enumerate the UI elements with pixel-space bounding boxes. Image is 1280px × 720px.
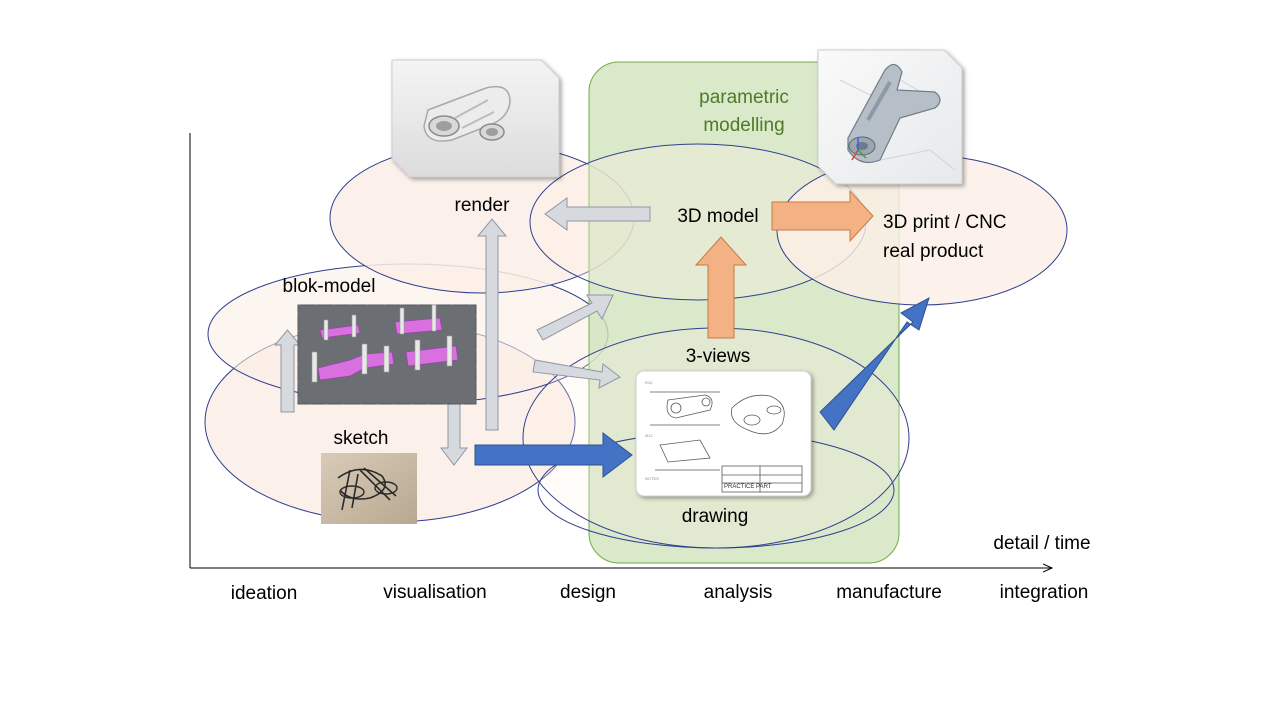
label-sketch: sketch	[334, 428, 389, 449]
label-product-line2: real product	[883, 241, 984, 262]
node-labels: render blok-model sketch 3D model 3-view…	[283, 195, 1007, 527]
technical-drawing-image: R10 Ø12 NOTES PRACTICE PART	[635, 370, 812, 497]
phase-labels: ideation visualisation design analysis m…	[231, 582, 1089, 604]
arrow-drawing-to-product	[819, 296, 930, 431]
cad-model-image	[817, 49, 963, 185]
phase-manufacture: manufacture	[836, 582, 942, 603]
arrow-blok-to-views	[532, 359, 621, 389]
gray-arrows	[273, 197, 651, 466]
blok-model-image	[297, 304, 477, 405]
arrow-views-to-3d	[694, 236, 748, 339]
label-3d-model: 3D model	[677, 206, 758, 227]
label-product-line1: 3D print / CNC	[883, 212, 1007, 233]
phase-ideation: ideation	[231, 583, 298, 604]
orange-arrows	[694, 189, 874, 339]
phase-visualisation: visualisation	[383, 582, 487, 603]
sketch-image	[321, 453, 417, 524]
label-3-views: 3-views	[686, 346, 750, 367]
blue-arrows	[474, 296, 930, 479]
arrow-sketch-to-drawing	[474, 431, 633, 479]
phase-integration: integration	[1000, 582, 1089, 603]
label-drawing: drawing	[682, 506, 749, 527]
arrow-blok-to-3d	[536, 294, 614, 341]
label-render: render	[455, 195, 511, 216]
chart-axes	[189, 133, 1052, 568]
region-label-line1: parametric	[699, 87, 789, 108]
phase-design: design	[560, 582, 616, 603]
drawing-title-block: PRACTICE PART	[724, 484, 772, 490]
phase-analysis: analysis	[704, 582, 773, 603]
arrow-sketch-to-blok	[273, 329, 302, 413]
arrow-3d-to-render	[544, 197, 651, 231]
axis-label: detail / time	[993, 533, 1090, 554]
region-label-line2: modelling	[703, 115, 784, 136]
svg-text:Ø12: Ø12	[645, 433, 653, 438]
arrow-sketch-to-render	[476, 218, 508, 431]
svg-text:NOTES: NOTES	[645, 476, 659, 481]
arrow-3d-to-product	[771, 189, 874, 243]
label-blok-model: blok-model	[283, 276, 376, 297]
svg-text:R10: R10	[645, 380, 653, 385]
render-image	[391, 59, 560, 178]
